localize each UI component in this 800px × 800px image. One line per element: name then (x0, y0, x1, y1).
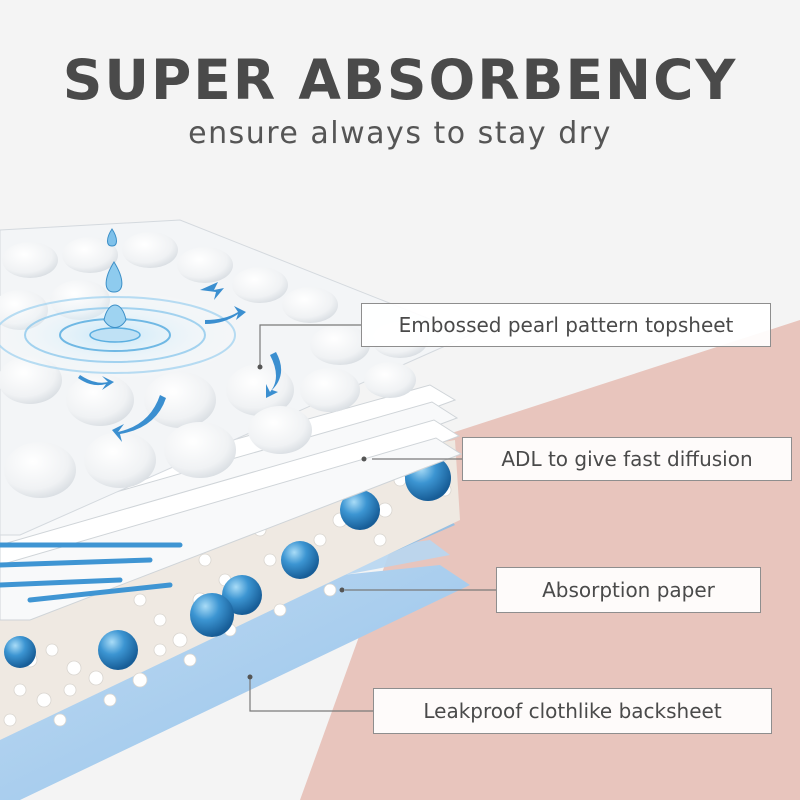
flow-arrow-icon (78, 282, 282, 442)
label-backsheet: Leakproof clothlike backsheet (373, 688, 772, 734)
water-drop-icon (103, 228, 127, 328)
subheadline: ensure always to stay dry (188, 116, 612, 151)
pearl-pattern (0, 232, 428, 498)
leader-dots (247, 364, 367, 680)
adl-layer (0, 384, 463, 621)
label-topsheet: Embossed pearl pattern topsheet (361, 303, 771, 347)
label-absorption-paper: Absorption paper (496, 567, 761, 613)
gel-bead-icon (4, 455, 451, 670)
ripple-icon (0, 290, 245, 380)
leader-lines (249, 324, 496, 712)
label-adl: ADL to give fast diffusion (462, 437, 792, 481)
headline: SUPER ABSORBENCY (62, 48, 738, 112)
